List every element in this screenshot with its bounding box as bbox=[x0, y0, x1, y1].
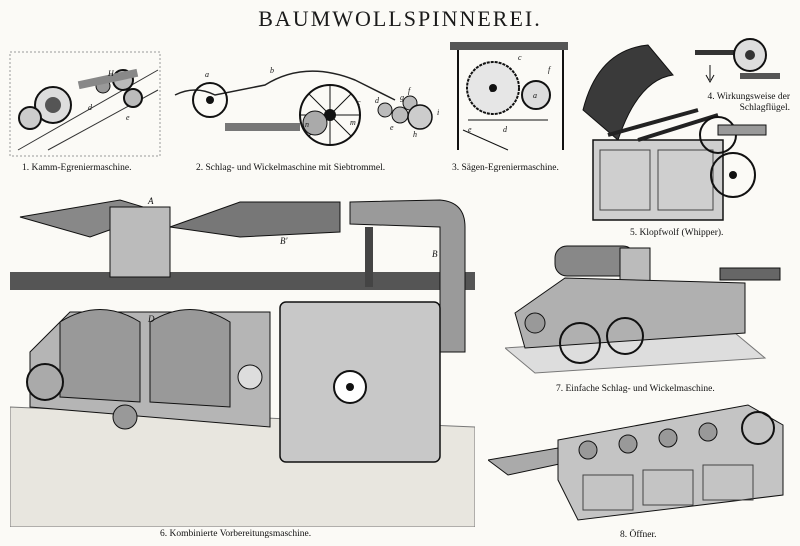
page-title: BAUMWOLLSPINNEREI. bbox=[258, 6, 542, 31]
figure-6-label: B' bbox=[280, 236, 288, 246]
figure-2-caption: 2. Schlag- und Wickelmaschine mit Siebtr… bbox=[196, 163, 386, 173]
figure-2-drawing: a b c d e f g h i m n bbox=[174, 66, 439, 146]
figure-2-label: e bbox=[390, 123, 394, 132]
figure-3-label: b bbox=[490, 85, 494, 94]
figure-3-label: c bbox=[518, 53, 522, 62]
figure-5-caption: 5. Klopfwolf (Whipper). bbox=[630, 228, 724, 238]
figure-2-label: f bbox=[408, 86, 412, 95]
figure-6-label: B bbox=[432, 249, 438, 259]
figure-1-caption: 1. Kamm-Egreniermaschine. bbox=[22, 163, 132, 173]
figure-4-drawing bbox=[695, 38, 780, 84]
figure-2-label: i bbox=[437, 108, 439, 117]
figure-2-label: h bbox=[413, 130, 417, 139]
figure-4-caption-line2: Schlagflügel. bbox=[739, 103, 790, 113]
figure-2-label: b bbox=[270, 66, 274, 75]
figure-3-label: d bbox=[503, 125, 508, 134]
figure-2-label: a bbox=[205, 70, 209, 79]
figure-2-label: d bbox=[375, 96, 380, 105]
figure-7-drawing bbox=[505, 245, 781, 374]
figure-7-caption: 7. Einfache Schlag- und Wickelmaschine. bbox=[556, 384, 715, 394]
figure-1-label: H bbox=[107, 69, 115, 78]
figure-6-label: A bbox=[147, 196, 154, 206]
figure-3-label: e bbox=[468, 125, 472, 134]
figure-6-label: D bbox=[147, 314, 155, 324]
figure-1-label: d bbox=[88, 103, 93, 112]
figure-1-label: e bbox=[126, 113, 130, 122]
figure-4-caption-line1: 4. Wirkungsweise der bbox=[707, 92, 790, 102]
figure-8-drawing bbox=[488, 404, 784, 521]
figure-2-label: c bbox=[357, 98, 361, 107]
figure-6-drawing: A B B' D bbox=[10, 196, 475, 527]
figure-2-label: m bbox=[350, 118, 356, 127]
figure-3-label: a bbox=[533, 91, 537, 100]
figure-5-drawing bbox=[582, 44, 767, 221]
figure-2-label: n bbox=[305, 120, 309, 129]
figure-2-label: g bbox=[400, 93, 404, 102]
figure-3-caption: 3. Sägen-Egreniermaschine. bbox=[452, 163, 559, 173]
figure-6-caption: 6. Kombinierte Vorbereitungsmaschine. bbox=[160, 529, 312, 539]
figure-3-label: f bbox=[548, 65, 552, 74]
figure-1-drawing: H d e bbox=[9, 51, 161, 157]
figure-8-caption: 8. Öffner. bbox=[620, 530, 657, 540]
figure-3-drawing: a b c d e f bbox=[450, 42, 568, 151]
